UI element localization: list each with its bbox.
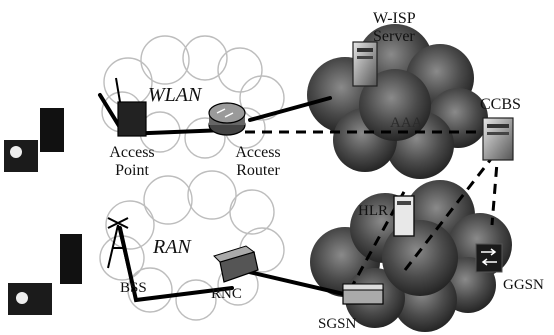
- sgsn-icon: [342, 283, 384, 305]
- ccbs-label: CCBS: [480, 96, 521, 113]
- sgsn-label: SGSN: [318, 316, 357, 332]
- rnc-label: RNC: [211, 286, 242, 302]
- w-isp-server-icon: [352, 41, 378, 87]
- aaa-label: AAA: [390, 115, 423, 131]
- access-router-label-line2: Router: [236, 162, 280, 179]
- access-point-icon: [115, 77, 147, 137]
- access-point-label-line2: Point: [115, 162, 149, 179]
- w-isp-server-label-line2: Server: [373, 28, 415, 45]
- laptop-top-icon: [4, 108, 64, 172]
- bss-label: BSS: [120, 280, 147, 296]
- rnc-icon: [213, 245, 259, 283]
- wlan-label: WLAN: [148, 84, 202, 106]
- access-point-label-line1: Access: [109, 144, 155, 161]
- ran-cloud: [99, 170, 285, 321]
- ran-label: RAN: [153, 236, 191, 258]
- dashed-links: [245, 130, 505, 291]
- isp-cloud: [307, 24, 488, 179]
- access-router-label-line1: Access: [235, 144, 281, 161]
- solid-links: [98, 93, 350, 303]
- bss-tower-icon: [107, 217, 129, 269]
- laptop-bottom-icon: [8, 234, 82, 315]
- w-isp-server-label-line1: W-ISP: [373, 10, 416, 27]
- hlr-server-icon: [393, 195, 415, 237]
- ggsn-icon: [475, 243, 503, 273]
- hlr-label: HLR: [358, 203, 388, 219]
- ggsn-label: GGSN: [503, 277, 544, 293]
- ccbs-server-icon: [482, 117, 514, 161]
- access-router-icon: [208, 102, 246, 136]
